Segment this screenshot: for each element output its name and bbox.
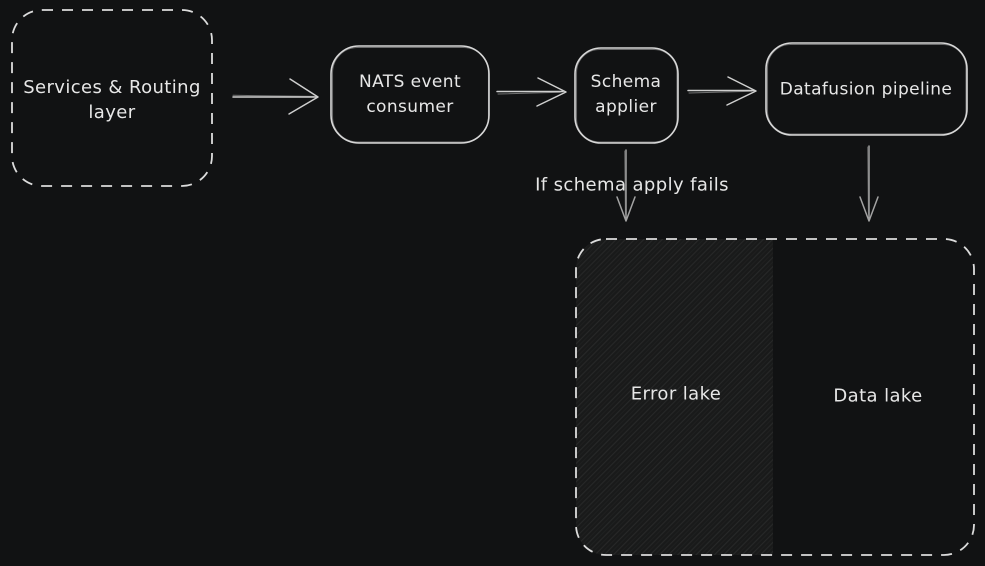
schema-applier-box xyxy=(574,47,679,144)
datafusion-pipeline-label: Datafusion pipeline xyxy=(779,79,953,100)
services-routing-box xyxy=(11,9,213,187)
schema-applier-box-sketch xyxy=(575,48,678,143)
nats-consumer-label-line1: NATS event xyxy=(358,72,462,92)
datafusion-pipeline-box-sketch xyxy=(766,43,967,135)
nats-consumer-box-sketch xyxy=(331,46,490,143)
fail-condition-label: If schema apply fails xyxy=(535,174,729,196)
nats-consumer-box xyxy=(330,45,490,144)
schema-applier-label: Schema applier xyxy=(591,70,662,120)
arrow-schema-to-error-lake xyxy=(616,149,636,222)
lakes-container-box xyxy=(575,238,975,556)
services-routing-label-line1: Services & Routing xyxy=(23,77,201,98)
arrow-nats-to-schema xyxy=(496,77,567,107)
services-routing-label-line2: layer xyxy=(88,102,136,123)
nats-consumer-label-line2: consumer xyxy=(366,97,454,117)
arrow-services-to-nats xyxy=(232,78,319,115)
data-lake-label: Data lake xyxy=(833,385,923,407)
schema-applier-label-line1: Schema xyxy=(590,72,662,92)
error-lake-hatch-fill xyxy=(576,239,773,555)
arrow-datafusion-to-data-lake xyxy=(859,145,879,222)
arrow-schema-to-datafusion xyxy=(687,76,757,106)
schema-applier-label-line2: applier xyxy=(595,97,657,117)
error-lake-label: Error lake xyxy=(630,383,722,405)
nats-consumer-label: NATS event consumer xyxy=(359,70,461,120)
datafusion-pipeline-box xyxy=(765,42,968,136)
services-routing-label: Services & Routing layer xyxy=(23,75,201,125)
